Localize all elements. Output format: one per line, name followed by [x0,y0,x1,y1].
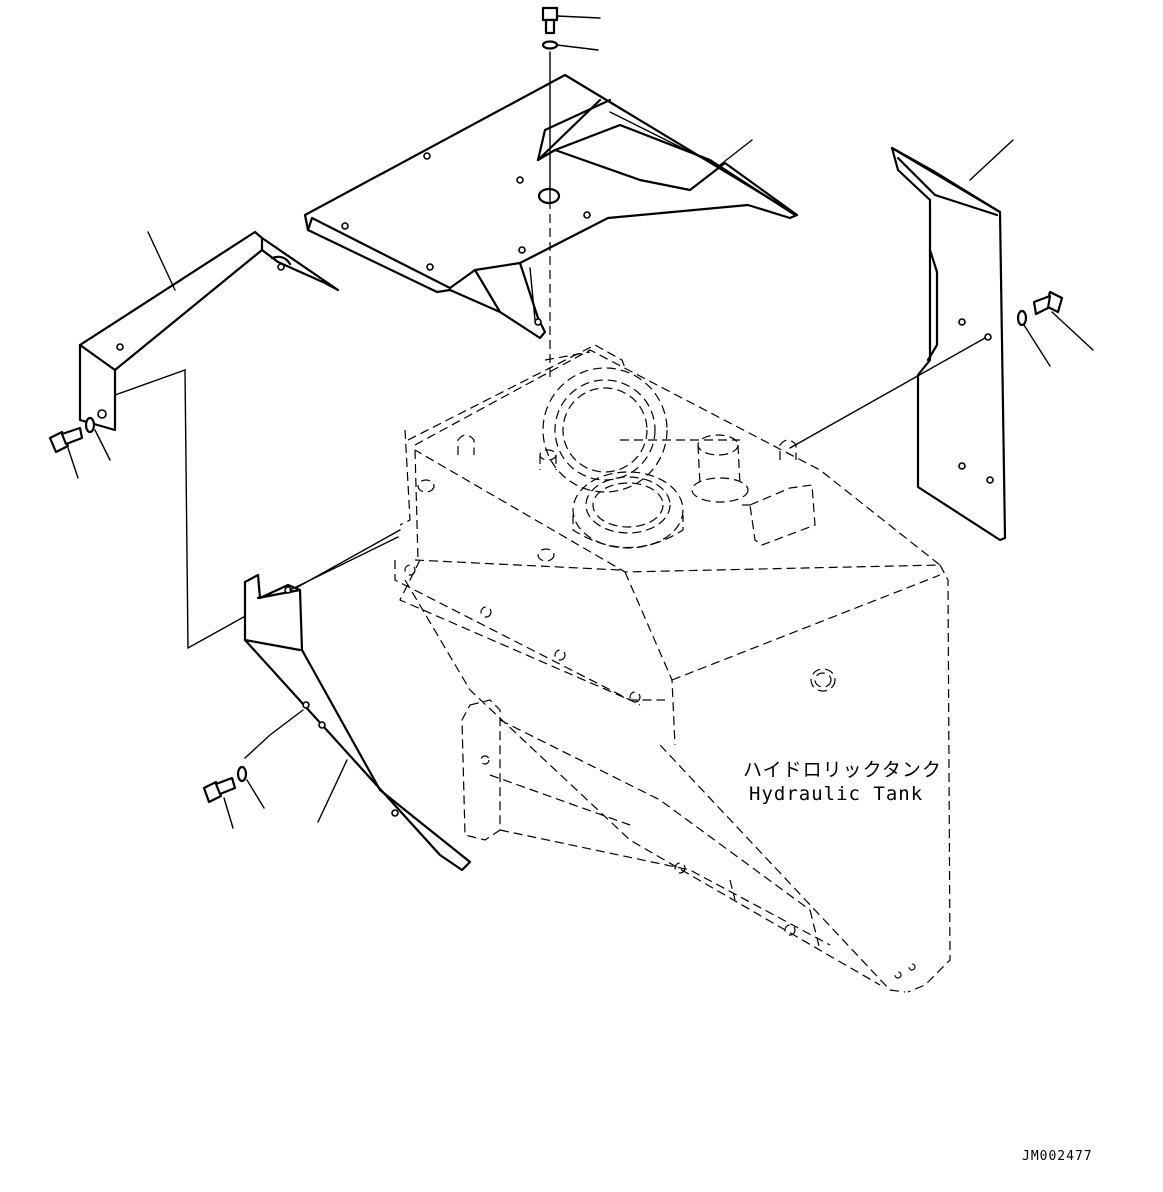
top-cover-plate [303,73,799,340]
drawing-code: JM002477 [1022,1149,1093,1164]
tank-label-japanese: ハイドロリックタンク [743,759,942,781]
hydraulic-tank [394,344,951,993]
tank-label-english: Hydraulic Tank [749,783,923,805]
left-lower-bracket [243,573,472,872]
left-upper-bracket [78,230,401,650]
cover-leader-line [719,139,753,166]
top-bolt [541,6,601,380]
left-lower-bolt [202,765,265,829]
left-upper-bolt [48,416,111,479]
right-bolt [1016,290,1094,367]
lower-bracket-leader-line [289,536,399,591]
right-bracket [789,139,1014,542]
